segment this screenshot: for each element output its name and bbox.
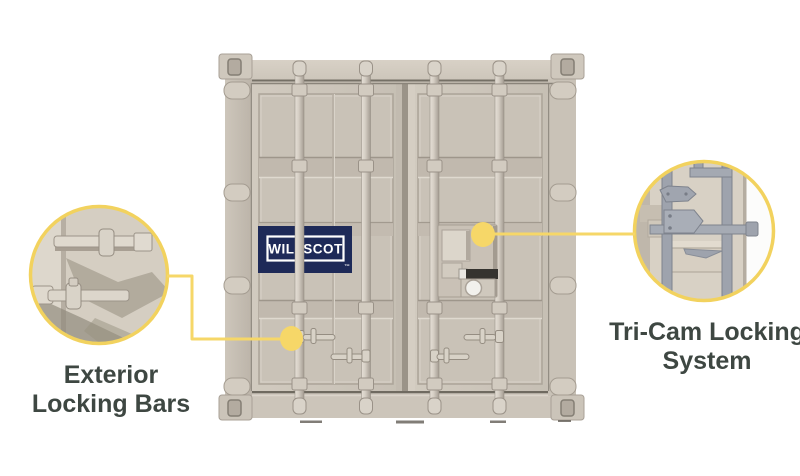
container-top-rail	[225, 60, 576, 83]
door-center-seam	[396, 83, 415, 391]
door-handle	[330, 347, 371, 364]
container-shadow	[300, 420, 571, 424]
closeup-steel-frame	[649, 161, 759, 301]
callout-dot-left	[280, 326, 303, 351]
label-tri-cam-locking-system: Tri-Cam Locking System	[600, 318, 800, 376]
closeup-latch-upper	[53, 228, 153, 257]
callout-line-left	[167, 274, 281, 341]
logo-text: WILLSCOT	[268, 242, 343, 257]
locking-bar	[291, 60, 308, 415]
magnifier-circle-right	[632, 159, 776, 303]
corner-casting-top-right	[550, 53, 585, 80]
locking-bar	[358, 60, 374, 415]
logo-border	[266, 235, 345, 262]
padlock-guard	[464, 279, 483, 297]
container-left-post	[225, 79, 252, 396]
locking-bar	[491, 60, 508, 415]
storage-container: WILLSCOT ™	[218, 53, 585, 424]
locking-bar-closeup-image	[30, 206, 168, 344]
closeup-latch-lower	[31, 277, 130, 310]
label-line: Tri-Cam Locking	[609, 318, 800, 346]
corner-casting-bottom-left	[218, 394, 253, 421]
logo-plate	[258, 226, 352, 273]
corner-casting-bottom-right	[550, 394, 585, 421]
willscot-logo: WILLSCOT ™	[258, 226, 352, 273]
container-right-post	[548, 79, 576, 396]
door-handle	[463, 328, 504, 344]
callout-exterior-locking-bars	[28, 204, 303, 351]
handle-slot	[466, 269, 498, 279]
label-exterior-locking-bars: Exterior Locking Bars	[6, 361, 216, 419]
logo-trademark: ™	[344, 264, 350, 270]
door-handles	[295, 328, 504, 364]
label-line: System	[662, 347, 752, 375]
callout-dot-right	[471, 222, 495, 247]
door-band	[418, 300, 542, 318]
door-handle	[430, 347, 470, 364]
handle-slot-cap	[458, 268, 468, 280]
label-line: Exterior	[63, 361, 159, 389]
container-bottom-rail	[225, 390, 576, 418]
exterior-locking-bars-group	[291, 60, 508, 415]
locking-bar	[426, 60, 443, 415]
door-band	[418, 157, 542, 177]
corner-casting-top-left	[218, 53, 253, 80]
label-line: Locking Bars	[31, 390, 191, 418]
door-hinges	[223, 81, 577, 396]
